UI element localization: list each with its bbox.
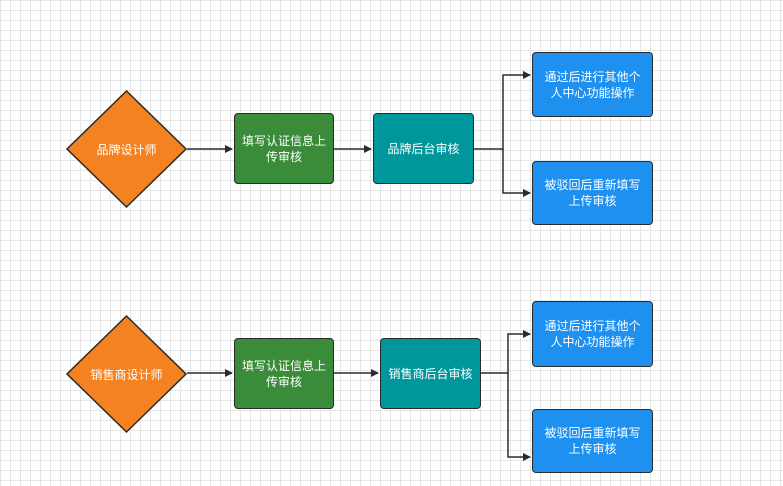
rejected-node-1[interactable]: 被驳回后重新填写上传审核 — [532, 161, 653, 225]
edge-review-to-approved-2 — [481, 330, 531, 374]
review-node-2[interactable]: 销售商后台审核 — [380, 338, 481, 409]
start-diamond-2[interactable]: 销售商设计师 — [66, 315, 187, 433]
submit-node-1[interactable]: 填写认证信息上传审核 — [234, 113, 334, 184]
edge-review-to-approved-1 — [474, 71, 531, 150]
approved-label-1: 通过后进行其他个人中心功能操作 — [544, 69, 641, 100]
diamond-shape — [66, 315, 187, 433]
diamond-shape — [66, 90, 187, 208]
rejected-label-2: 被驳回后重新填写上传审核 — [544, 426, 641, 456]
approved-label-2: 通过后进行其他个人中心功能操作 — [544, 319, 641, 349]
approved-node-2[interactable]: 通过后进行其他个人中心功能操作 — [532, 301, 653, 367]
start-diamond-1[interactable]: 品牌设计师 — [66, 90, 187, 208]
review-label-1: 品牌后台审核 — [387, 141, 460, 156]
rejected-node-2[interactable]: 被驳回后重新填写上传审核 — [532, 409, 653, 473]
submit-label-1: 填写认证信息上传审核 — [241, 133, 326, 164]
start-label-1: 品牌设计师 — [96, 142, 157, 157]
approved-node-1[interactable]: 通过后进行其他个人中心功能操作 — [532, 52, 653, 117]
submit-node-2[interactable]: 填写认证信息上传审核 — [234, 338, 334, 409]
submit-label-2: 填写认证信息上传审核 — [241, 358, 326, 389]
start-label-2: 销售商设计师 — [90, 367, 163, 382]
review-label-2: 销售商后台审核 — [388, 366, 473, 381]
review-node-1[interactable]: 品牌后台审核 — [373, 113, 474, 184]
edge-review-to-rejected-1 — [502, 149, 531, 197]
rejected-label-1: 被驳回后重新填写上传审核 — [544, 178, 641, 208]
edge-review-to-rejected-2 — [507, 373, 531, 461]
